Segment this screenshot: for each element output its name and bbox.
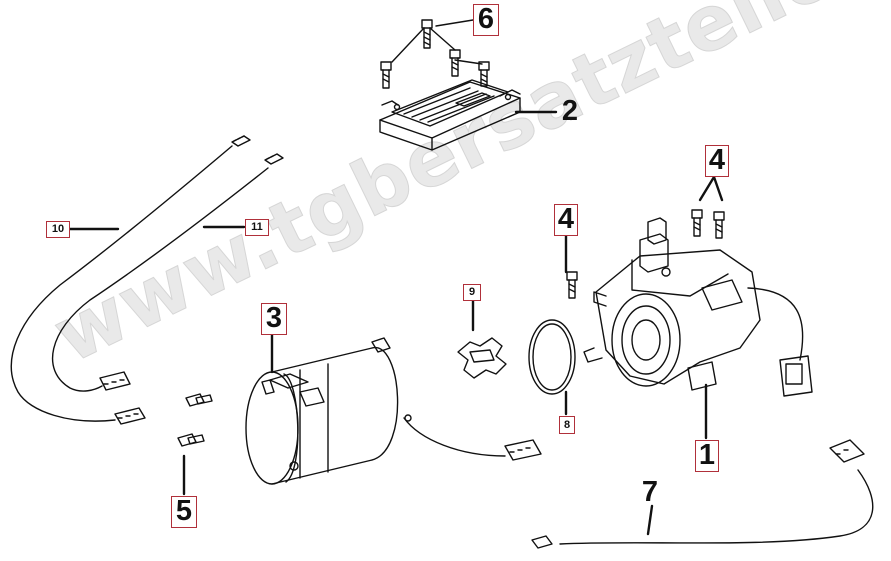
wire-harness-10 (10, 135, 251, 425)
callout-part-8: 8 (559, 416, 575, 434)
callout-part-5: 5 (171, 496, 197, 528)
callout-part-9: 9 (463, 284, 481, 301)
brush-set-5 (177, 393, 213, 447)
bolt-set-6 (380, 19, 490, 89)
callout-part-6: 6 (473, 4, 499, 36)
gearbox-housing-1 (583, 217, 813, 397)
callout-part-10: 10 (46, 221, 70, 238)
leader-lines (68, 110, 724, 536)
coupling-9 (457, 337, 507, 379)
callout-part-1: 1 (695, 440, 719, 472)
wire-harness-11 (51, 153, 284, 392)
electric-motor-3 (245, 337, 542, 485)
callout-part-4-left: 4 (554, 204, 578, 236)
control-unit-2 (379, 79, 521, 151)
sensor-wire-7 (531, 439, 874, 549)
callout-part-4-top: 4 (705, 145, 729, 177)
bolt-set-4 (566, 209, 725, 299)
callout-part-11: 11 (245, 219, 269, 236)
callout-part-3: 3 (261, 303, 287, 335)
callout-part-2: 2 (561, 95, 579, 127)
callout-part-7: 7 (641, 476, 659, 508)
o-ring-8 (528, 319, 576, 395)
